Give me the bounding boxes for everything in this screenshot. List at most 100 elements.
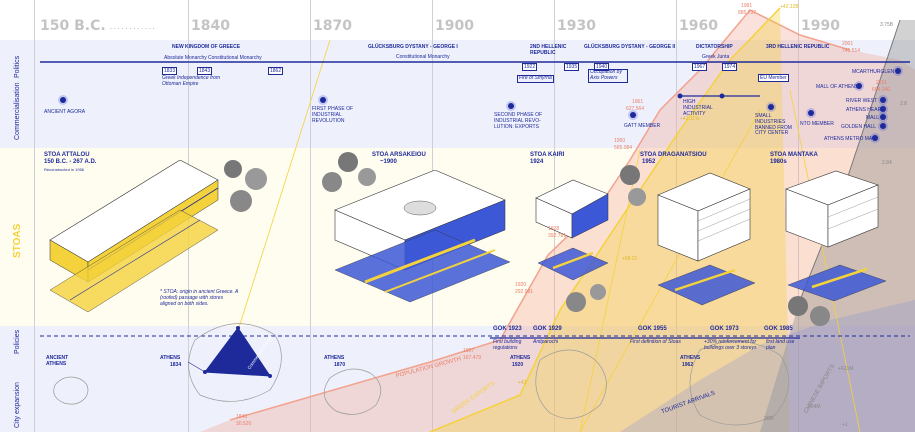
pop-2001-value: 745.514 xyxy=(842,48,861,54)
export-label-3: +42.11% xyxy=(680,116,700,122)
stoa-arsakeiou-title: STOA ARSAKEIOU xyxy=(372,152,426,158)
mcarthurglen-label: MCARTHURGLEN xyxy=(852,69,895,75)
import-label-1: 3.75B xyxy=(880,22,894,28)
stoa-attalou-photo-2 xyxy=(245,168,267,190)
stoa-attalou-title: STOA ATTALOU xyxy=(44,152,90,158)
pop-1840-value: 30.520 xyxy=(236,421,252,427)
city-band xyxy=(0,350,915,432)
import-label-6: 20M xyxy=(764,416,774,422)
pop-2011-year: 2011 xyxy=(876,80,887,86)
stoa-mantaka-photo-2 xyxy=(810,306,830,326)
gok-1985-note: first land use plan xyxy=(766,339,795,351)
nto-member-label: NTO MEMBER xyxy=(800,121,834,127)
city-athens-1920-name: ATHENS xyxy=(510,355,531,361)
event-1833: 1833 xyxy=(162,67,178,75)
row-title-commercialisation: Commercialisation xyxy=(14,82,21,140)
stoa-arsakeiou-drawing xyxy=(334,170,511,303)
river-west-dot xyxy=(880,97,886,103)
stoa-mantaka-date: 1980s xyxy=(770,159,787,165)
header-band xyxy=(0,0,915,40)
mall-of-athens-dot xyxy=(856,83,862,89)
population-growth-line xyxy=(229,9,851,421)
period-dictatorship-sub1: Greek Junta xyxy=(702,54,730,60)
athens-heart-label: ATHENS HEART xyxy=(846,107,885,113)
import-label-5: 264M xyxy=(808,404,821,410)
stoa-kairi-photo-1 xyxy=(566,292,586,312)
industrial-activity-start xyxy=(677,93,683,99)
guide-line-1 xyxy=(234,39,331,341)
import-label-7: +1 xyxy=(842,422,848,428)
event-1922-note: Fire of Smyrna xyxy=(517,75,554,83)
pop-2001-year: 2001 xyxy=(842,41,854,47)
event-1833-note: Greek Independence from Ottoman Empire xyxy=(162,75,221,87)
stoa-draganatsiou-title: STOA DRAGANATSIOU xyxy=(640,152,707,158)
row-title-policies: Policies xyxy=(14,329,21,354)
mall-of-athens-label: MALL OF ATHENS xyxy=(816,84,859,90)
gok-1973-title: GOK 1973 xyxy=(710,326,739,332)
period-george-i-sub1: Constitutional Monarchy xyxy=(396,54,450,60)
greek-exports-line xyxy=(429,7,781,432)
chinese-imports-line xyxy=(799,19,901,301)
stoa-mantaka-drawing xyxy=(785,170,887,302)
event-1940-note: Occupation by Axis Powers xyxy=(588,69,628,83)
athens-1962-map xyxy=(689,340,790,426)
stoa-kairi-drawing xyxy=(535,179,609,281)
gok-1929-title: GOK 1929 xyxy=(533,326,562,332)
gok-1929-note: Antiparochi xyxy=(533,339,559,345)
greek-exports-area xyxy=(430,8,790,432)
stoa-attalou-note: Reconstructed in 1956 xyxy=(44,167,85,172)
gridline-1870 xyxy=(310,0,311,432)
event-1967: 1967 xyxy=(692,63,708,71)
ancient-agora-label: ANCIENT AGORA xyxy=(44,109,86,115)
industrial-revolution-2-label: SECOND PHASE OF INDUSTRIAL REVO-LUTION: … xyxy=(494,112,543,130)
period-new-kingdom-sub1: Absolute Monarchy xyxy=(164,55,207,61)
pop-1950-value: 565.084 xyxy=(614,145,633,151)
gatt-member-dot xyxy=(630,112,636,118)
population-growth-area xyxy=(200,10,915,432)
golden-hall-dot xyxy=(880,123,886,129)
city-athens-1962-year: 1962 xyxy=(682,362,694,368)
stoa-definition: * STOA: origin in ancient Greece. A (roo… xyxy=(160,289,239,307)
city-athens-1962-name: ATHENS xyxy=(680,355,701,361)
row-title-stoas: STOAS xyxy=(12,223,23,258)
import-label-2: 2.8 xyxy=(900,101,907,107)
stoa-arsakeiou-photo-1 xyxy=(338,152,358,172)
year-1990: 1990 xyxy=(801,18,840,34)
stoa-draganatsiou-drawing xyxy=(657,172,756,306)
pop-1920-year: 1920 xyxy=(515,282,527,288)
event-1922: 1922 xyxy=(522,63,538,71)
city-athens-1870-name: ATHENS xyxy=(324,355,345,361)
athens-1870-map xyxy=(323,368,382,415)
import-label-3: 2.84 xyxy=(882,160,892,166)
commercialisation-band xyxy=(0,82,915,148)
industrial-revolution-2-dot xyxy=(508,103,514,109)
gok-1985-title: GOK 1985 xyxy=(764,326,793,332)
year-1900: 1900 xyxy=(435,18,474,34)
stoa-arsakeiou-photo-2 xyxy=(322,172,342,192)
row-title-city-expansion: City expansion xyxy=(14,382,21,428)
industrial-activity-end xyxy=(719,93,725,99)
period-new-kingdom-sub2: Constitutional Monarchy xyxy=(208,55,262,61)
stoa-kairi-date: 1924 xyxy=(530,159,544,165)
athens-1920-map xyxy=(535,349,607,419)
city-athens-1834-year: 1834 xyxy=(170,362,182,368)
pop-1981-value: 885.737 xyxy=(738,10,757,16)
export-label-1: +42 xyxy=(518,380,527,386)
gok-1955-title: GOK 1955 xyxy=(638,326,667,332)
event-1974: 1974 xyxy=(722,63,738,71)
city-athens-1834-name: ATHENS xyxy=(160,355,181,361)
guide-line-4 xyxy=(789,89,861,432)
year-1840: 1840 xyxy=(191,18,230,34)
year-1960: 1960 xyxy=(679,18,718,34)
pop-1950-year: 1950 xyxy=(614,138,626,144)
stoa-kairi-title: STOA KAIRI xyxy=(530,152,565,158)
pop-1961-year: 1961 xyxy=(632,99,644,105)
pop-1928-year: 1928 xyxy=(548,226,560,232)
triangle-node-2 xyxy=(268,374,272,378)
athens-heart-dot xyxy=(880,106,886,112)
city-athens-1870-year: 1870 xyxy=(334,362,346,368)
pop-1907-value: 167.479 xyxy=(463,355,482,361)
stoa-draganatsiou-photo-2 xyxy=(628,188,646,206)
industrial-revolution-1-label: FIRST PHASE OF INDUSTRIAL REVOLUTION xyxy=(312,106,354,124)
gok-1923-title: GOK 1923 xyxy=(493,326,522,332)
